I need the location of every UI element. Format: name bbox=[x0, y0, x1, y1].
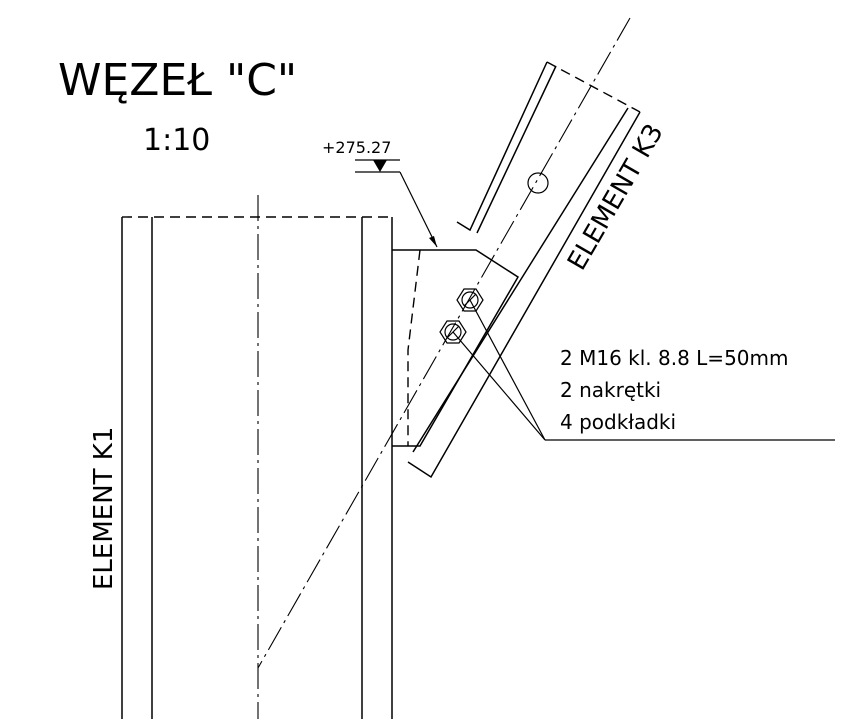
element-k3-member bbox=[257, 17, 641, 669]
elevation-triangle-icon bbox=[373, 160, 387, 172]
elevation-value: +275.27 bbox=[322, 138, 391, 157]
bolt-leader bbox=[452, 299, 835, 441]
elevation-marker bbox=[355, 159, 438, 248]
element-k1-column bbox=[121, 195, 393, 719]
note-washers: 4 podkładki bbox=[560, 410, 676, 434]
note-nuts: 2 nakrętki bbox=[560, 378, 661, 402]
element-k1-label: ELEMENT K1 bbox=[89, 427, 119, 590]
note-bolts: 2 M16 kl. 8.8 L=50mm bbox=[560, 346, 788, 370]
detail-title: WĘZEŁ "C" bbox=[58, 55, 297, 106]
detail-scale: 1:10 bbox=[143, 123, 210, 158]
element-k3-label: ELEMENT K3 bbox=[562, 119, 670, 276]
connection-plate bbox=[392, 249, 520, 447]
